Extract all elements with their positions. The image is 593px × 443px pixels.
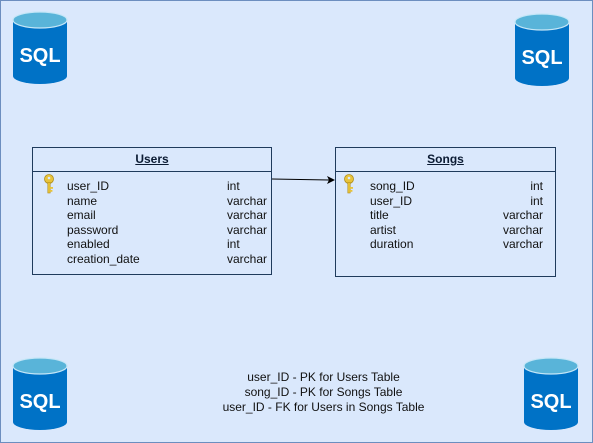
field-name: email — [67, 208, 96, 223]
key-icon — [344, 174, 354, 194]
table-row[interactable]: email varchar — [33, 208, 271, 223]
table-row[interactable]: title varchar — [336, 208, 555, 223]
field-name: creation_date — [67, 252, 140, 266]
table-row[interactable]: enabled int — [33, 237, 271, 252]
field-type: varchar — [227, 193, 268, 208]
relationship-arrow[interactable] — [271, 173, 337, 187]
field-type: varchar — [502, 237, 543, 252]
field-name: enabled — [67, 237, 110, 252]
field-name: user_ID — [370, 193, 413, 208]
note-line: user_ID - PK for Users Table — [247, 370, 400, 384]
sql-database-icon: SQL — [514, 13, 570, 86]
field-type: int — [227, 237, 240, 252]
field-type: int — [530, 193, 543, 208]
sql-database-icon: SQL — [12, 11, 68, 84]
note-line: user_ID - FK for Users in Songs Table — [222, 400, 425, 414]
field-type: int — [530, 179, 543, 193]
songs-table[interactable]: Songs song_ID int user_ID int title varc… — [335, 147, 556, 277]
field-name: title — [370, 208, 389, 223]
field-name: song_ID — [370, 179, 415, 193]
table-row[interactable]: password varchar — [33, 223, 271, 238]
sql-database-icon: SQL — [523, 357, 579, 430]
field-type: varchar — [227, 208, 268, 223]
field-name: duration — [370, 237, 414, 252]
field-name: artist — [370, 222, 397, 237]
table-row[interactable]: artist varchar — [336, 223, 555, 238]
field-name: name — [67, 193, 98, 208]
field-type: varchar — [227, 222, 268, 237]
key-icon — [44, 174, 54, 194]
field-type: varchar — [227, 252, 268, 266]
songs-table-title: Songs — [336, 148, 555, 172]
table-row[interactable]: name varchar — [33, 194, 271, 209]
svg-text:SQL: SQL — [19, 45, 60, 67]
field-type: varchar — [502, 208, 543, 223]
table-row[interactable]: user_ID int — [33, 179, 271, 194]
note-line: song_ID - PK for Songs Table — [244, 385, 403, 399]
field-type: varchar — [502, 222, 543, 237]
table-row[interactable]: song_ID int — [336, 179, 555, 194]
users-table[interactable]: Users user_ID int name varchar email var… — [32, 147, 272, 275]
sql-database-icon: SQL — [12, 357, 68, 430]
svg-text:SQL: SQL — [530, 391, 571, 413]
field-name: password — [67, 222, 119, 237]
svg-text:SQL: SQL — [19, 391, 60, 413]
users-table-title: Users — [33, 148, 271, 172]
field-type: int — [227, 179, 240, 193]
table-row[interactable]: creation_date varchar — [33, 252, 271, 267]
table-row[interactable]: user_ID int — [336, 194, 555, 209]
svg-text:SQL: SQL — [521, 47, 562, 69]
field-name: user_ID — [67, 179, 110, 193]
table-row[interactable]: duration varchar — [336, 237, 555, 252]
